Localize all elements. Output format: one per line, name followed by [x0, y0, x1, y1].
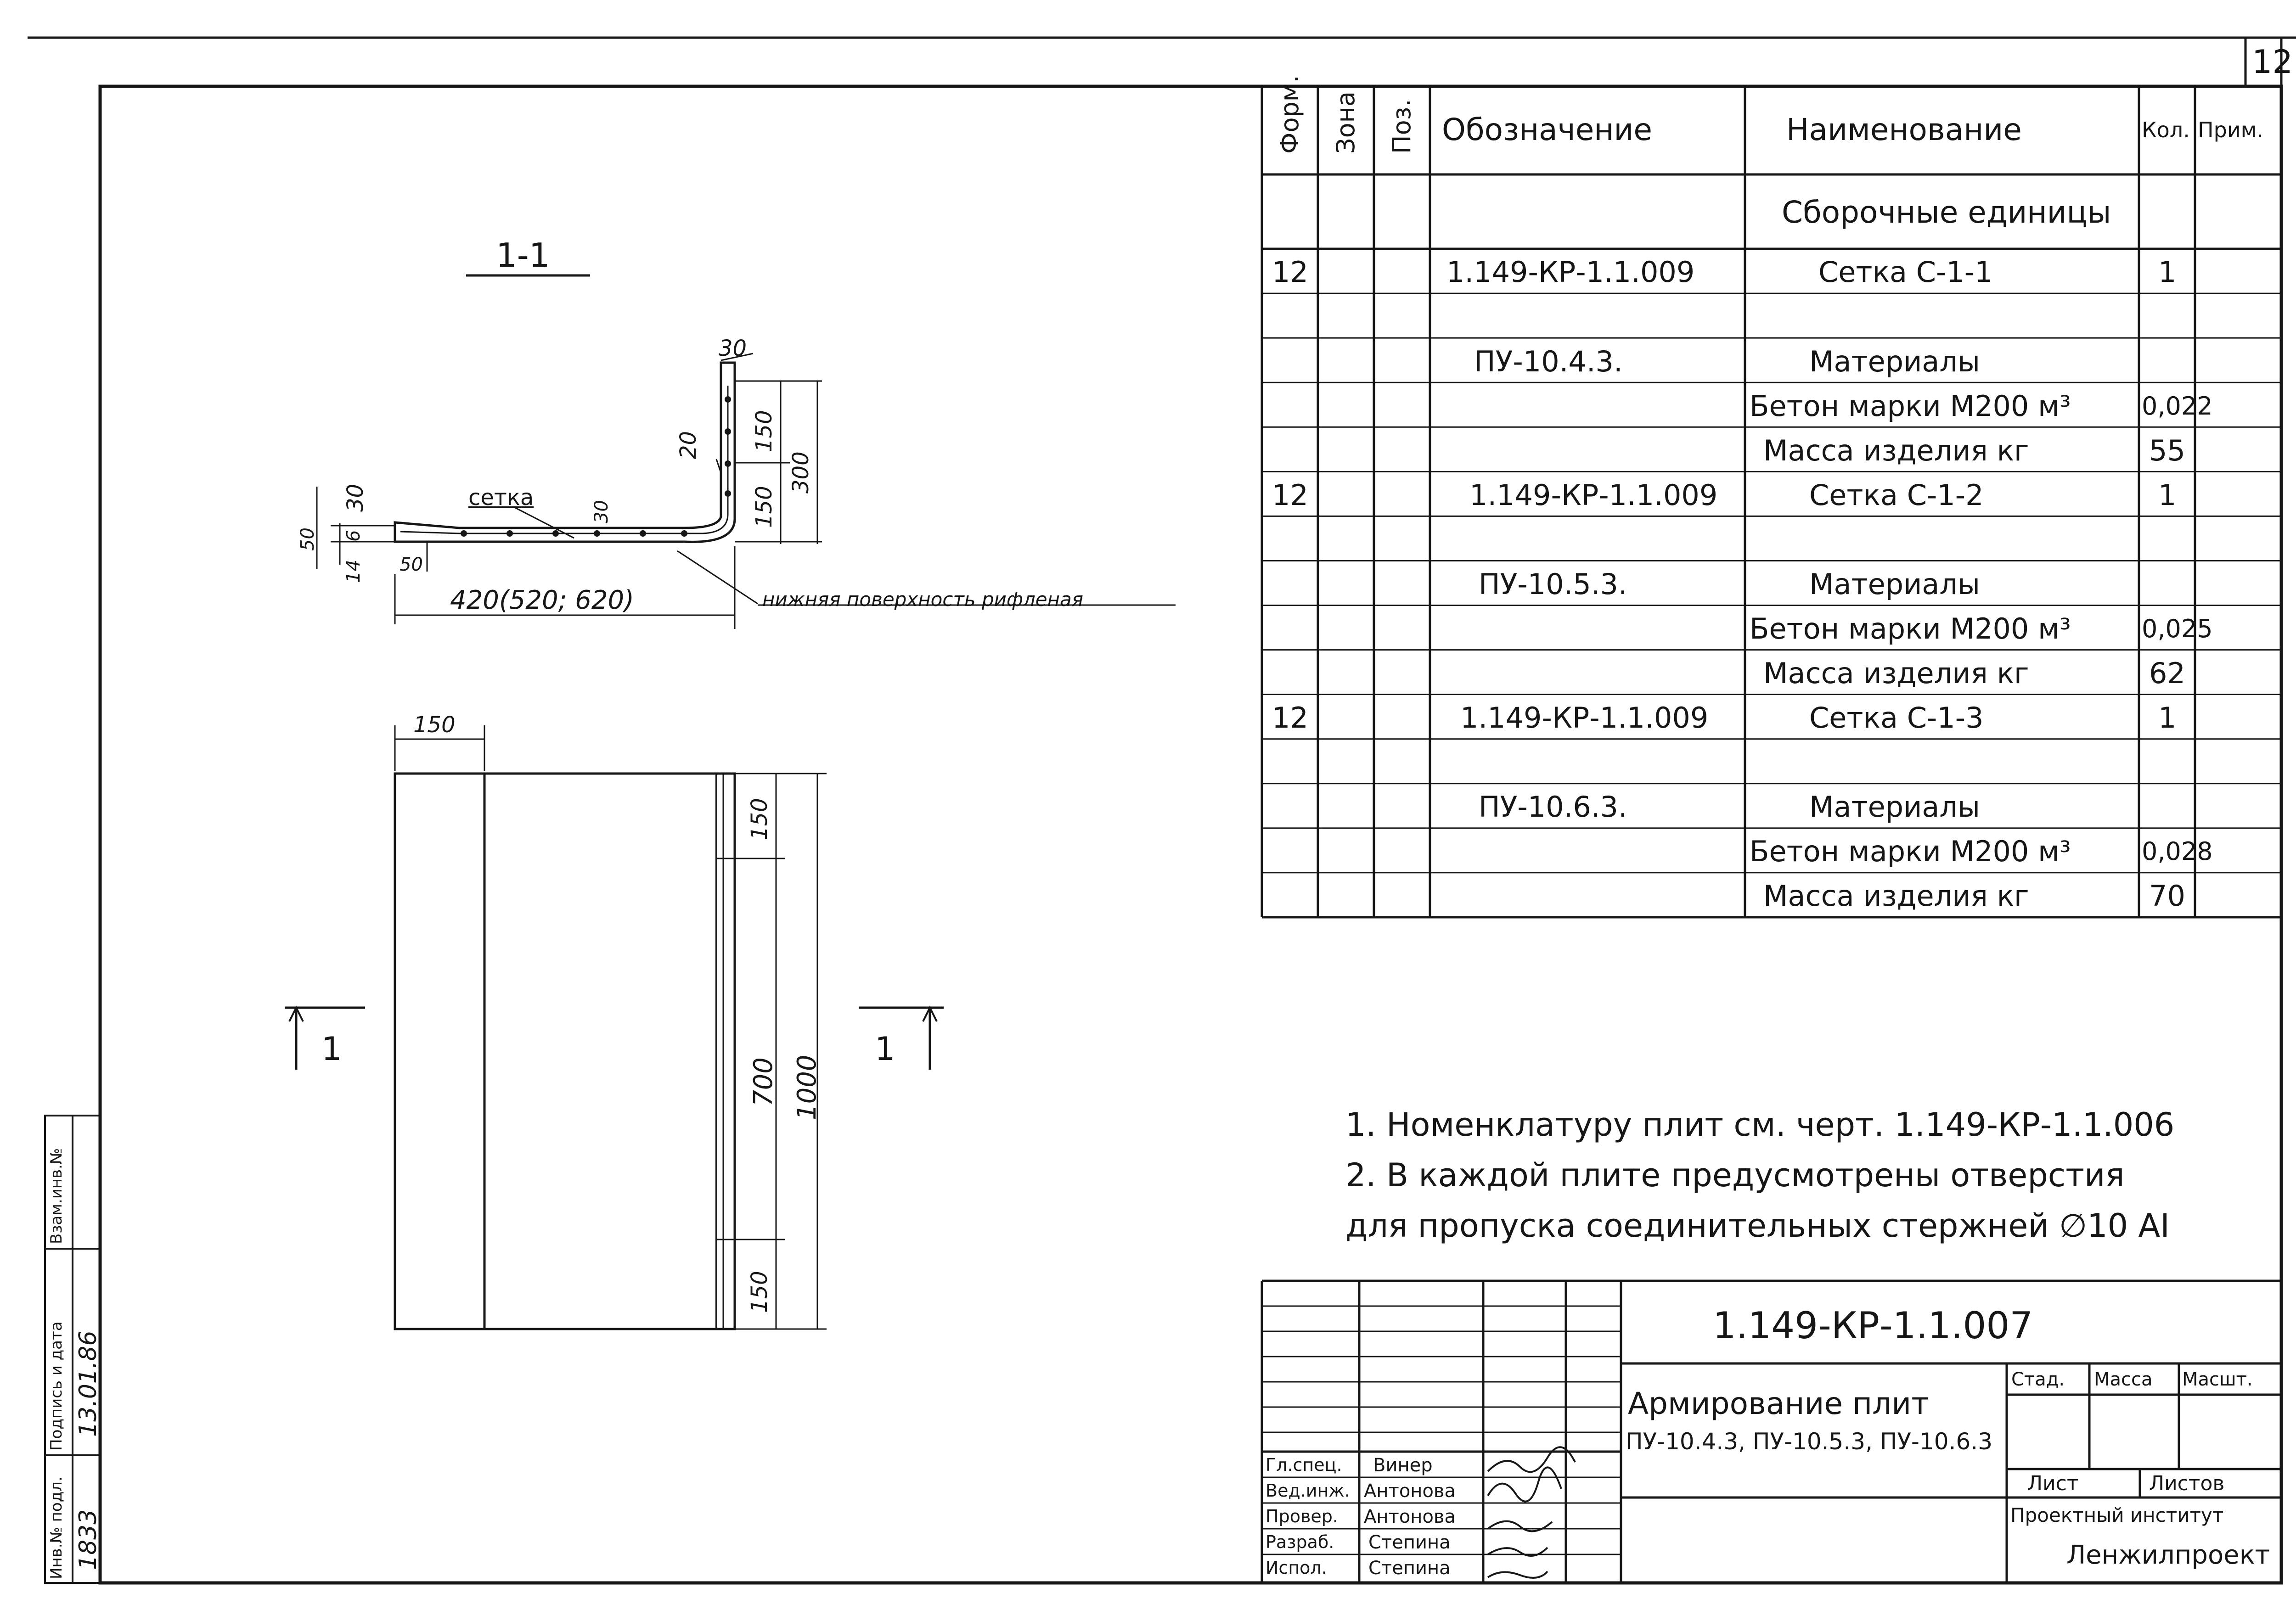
dim-6: 6 [343, 530, 364, 542]
side-stamp-lines [44, 1115, 101, 1584]
side-stamp-sign-label: Подпись и дата [47, 1321, 66, 1451]
spec-header-zone: Зона [1331, 91, 1360, 154]
sheets-label: Листов [2149, 1472, 2225, 1495]
sheet-number-box [2244, 36, 2283, 88]
cut-mark-right: 1 [875, 1030, 895, 1068]
dim-50-bottom: 50 [400, 554, 423, 575]
staff-name: Антонова [1364, 1506, 1456, 1527]
dim-14: 14 [343, 560, 364, 583]
org-line1: Проектный институт [2010, 1504, 2224, 1526]
spec-section-title: Сборочные единицы [1782, 195, 2111, 230]
drawing-title-line2: ПУ-10.4.3, ПУ-10.5.3, ПУ-10.6.3 [1626, 1428, 1992, 1455]
row-format: 12 [1272, 701, 1308, 735]
row-designation: 1.149-КР-1.1.009 [1460, 701, 1709, 735]
sheet-number: 12 [2252, 43, 2293, 81]
signature-marks [1487, 1446, 1576, 1579]
drawing-code: 1.149-КР-1.1.007 [1713, 1304, 2033, 1347]
row-qty: 0,025 [2142, 614, 2213, 643]
title-block-rows [1262, 1305, 1621, 1555]
scale-label: Масшт. [2182, 1369, 2253, 1390]
note-1: 1. Номенклатуру плит см. черт. 1.149-КР-… [1345, 1106, 2175, 1144]
spec-header-qty: Кол. [2142, 118, 2190, 142]
row-qty: 0,022 [2142, 392, 2213, 421]
row-name: Материалы [1809, 567, 1980, 601]
dim-30-mid: 30 [591, 500, 612, 523]
row-qty: 70 [2149, 879, 2185, 913]
row-name: Сетка С-1-3 [1809, 701, 1984, 735]
row-format: 12 [1272, 478, 1308, 512]
mass-label: Масса [2094, 1369, 2153, 1390]
spec-header-pos: Поз. [1387, 99, 1416, 154]
stage-label: Стад. [2011, 1369, 2065, 1390]
staff-role: Разраб. [1266, 1532, 1334, 1552]
dim-width-150: 150 [413, 712, 456, 738]
spec-header-format: Форм. [1275, 75, 1304, 154]
row-format: 12 [1272, 255, 1308, 289]
org-line2: Ленжилпроект [2066, 1540, 2270, 1570]
row-name: Материалы [1809, 345, 1980, 378]
row-designation: ПУ-10.6.3. [1479, 790, 1627, 824]
row-qty: 1 [2158, 478, 2177, 512]
dim-height-150-top: 150 [747, 798, 772, 840]
spec-header-name: Наименование [1786, 112, 2022, 147]
dim-300: 300 [788, 451, 814, 494]
staff-role: Вед.инж. [1266, 1481, 1350, 1501]
section-view-lines [316, 274, 1176, 629]
dim-20: 20 [675, 431, 701, 459]
cut-mark-left: 1 [321, 1030, 342, 1068]
dim-height-700: 700 [748, 1057, 778, 1106]
row-qty: 1 [2158, 255, 2177, 289]
spec-header-designation: Обозначение [1442, 112, 1652, 147]
note-3: для пропуска соединительных стержней ∅10… [1345, 1207, 2170, 1245]
staff-name: Степина [1368, 1532, 1451, 1553]
dim-30-top: 30 [719, 336, 747, 361]
dim-150-b: 150 [751, 486, 777, 528]
drawing-title-line1: Армирование плит [1628, 1386, 1929, 1421]
row-name: Бетон марки М200 м³ [1750, 612, 2071, 645]
side-stamp-replace-label: Взам.инв.№ [47, 1148, 66, 1244]
row-name: Сетка С-1-1 [1818, 255, 1993, 289]
spec-header-note: Прим. [2198, 118, 2264, 142]
row-name: Сетка С-1-2 [1809, 478, 1984, 512]
side-stamp-inv-label: Инв.№ подл. [47, 1476, 66, 1579]
dim-height-150-bottom: 150 [747, 1271, 772, 1313]
row-qty: 62 [2149, 656, 2185, 690]
row-qty: 55 [2149, 434, 2185, 467]
sheet-label: Лист [2027, 1472, 2079, 1495]
dim-150-a: 150 [751, 410, 777, 452]
row-designation: 1.149-КР-1.1.009 [1469, 478, 1718, 512]
row-designation: ПУ-10.5.3. [1479, 567, 1627, 601]
staff-role: Гл.спец. [1266, 1455, 1342, 1475]
staff-name: Антонова [1364, 1481, 1456, 1502]
dim-50-left: 50 [297, 527, 318, 551]
row-designation: 1.149-КР-1.1.009 [1446, 255, 1695, 289]
row-name: Масса изделия кг [1763, 656, 2029, 690]
row-name: Масса изделия кг [1763, 879, 2029, 913]
title-block-grid [1261, 1279, 2281, 1583]
dim-height-1000: 1000 [792, 1054, 822, 1120]
row-designation: ПУ-10.4.3. [1474, 345, 1623, 378]
row-qty: 1 [2158, 701, 2177, 735]
dim-length: 420(520; 620) [450, 585, 635, 615]
staff-name: Степина [1368, 1558, 1451, 1579]
staff-name: Винер [1373, 1455, 1433, 1476]
row-name: Масса изделия кг [1763, 434, 2029, 467]
surface-note: нижняя поверхность рифленая [762, 588, 1084, 611]
row-name: Бетон марки М200 м³ [1750, 835, 2071, 868]
staff-role: Провер. [1266, 1506, 1338, 1526]
mesh-label: сетка [468, 485, 534, 510]
side-stamp-sign-value: 13.01.86 [74, 1330, 102, 1437]
row-name: Бетон марки М200 м³ [1750, 389, 2071, 423]
row-name: Материалы [1809, 790, 1980, 824]
staff-role: Испол. [1266, 1558, 1327, 1578]
plan-view-lines [285, 725, 944, 1330]
spec-table-grid [1261, 86, 2283, 919]
dim-30-left: 30 [343, 483, 368, 512]
row-qty: 0,028 [2142, 837, 2213, 866]
note-2: 2. В каждой плите предусмотрены отверсти… [1345, 1156, 2125, 1194]
side-stamp-inv-value: 1833 [74, 1509, 102, 1570]
section-label: 1-1 [496, 236, 550, 275]
